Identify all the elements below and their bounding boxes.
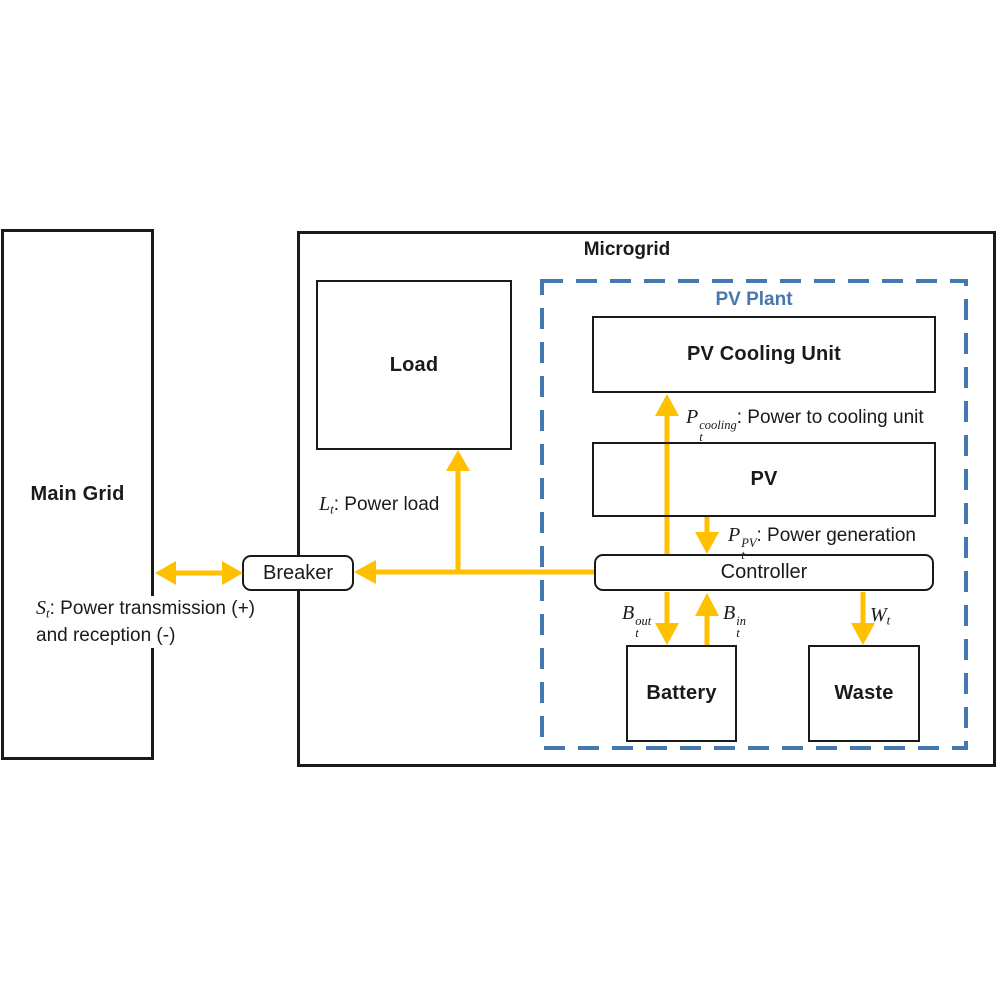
pv-cooling-unit-box: PV Cooling Unit: [592, 316, 936, 393]
battery-box: Battery: [626, 645, 737, 742]
power-load-label: Lt: Power load: [319, 493, 440, 517]
controller-label: Controller: [720, 561, 808, 583]
waste-power-label: Wt: [870, 604, 891, 628]
grid-exchange-label: St: Power transmission (+) and reception…: [33, 596, 258, 649]
waste-box: Waste: [808, 645, 920, 742]
pv-label: PV: [750, 468, 778, 490]
breaker-box: Breaker: [242, 555, 354, 591]
microgrid-label: Microgrid: [583, 239, 671, 260]
waste-label: Waste: [834, 682, 894, 704]
main-grid-box: Main Grid: [1, 229, 154, 760]
arrow-grid-breaker: [155, 561, 243, 585]
battery-label: Battery: [646, 682, 717, 704]
pv-cooling-unit-label: PV Cooling Unit: [686, 343, 842, 365]
load-box: Load: [316, 280, 512, 450]
pv-box: PV: [592, 442, 936, 517]
breaker-label: Breaker: [262, 561, 334, 584]
load-label: Load: [389, 353, 439, 376]
pv-plant-label: PV Plant: [715, 289, 793, 310]
main-grid-label: Main Grid: [30, 483, 125, 505]
